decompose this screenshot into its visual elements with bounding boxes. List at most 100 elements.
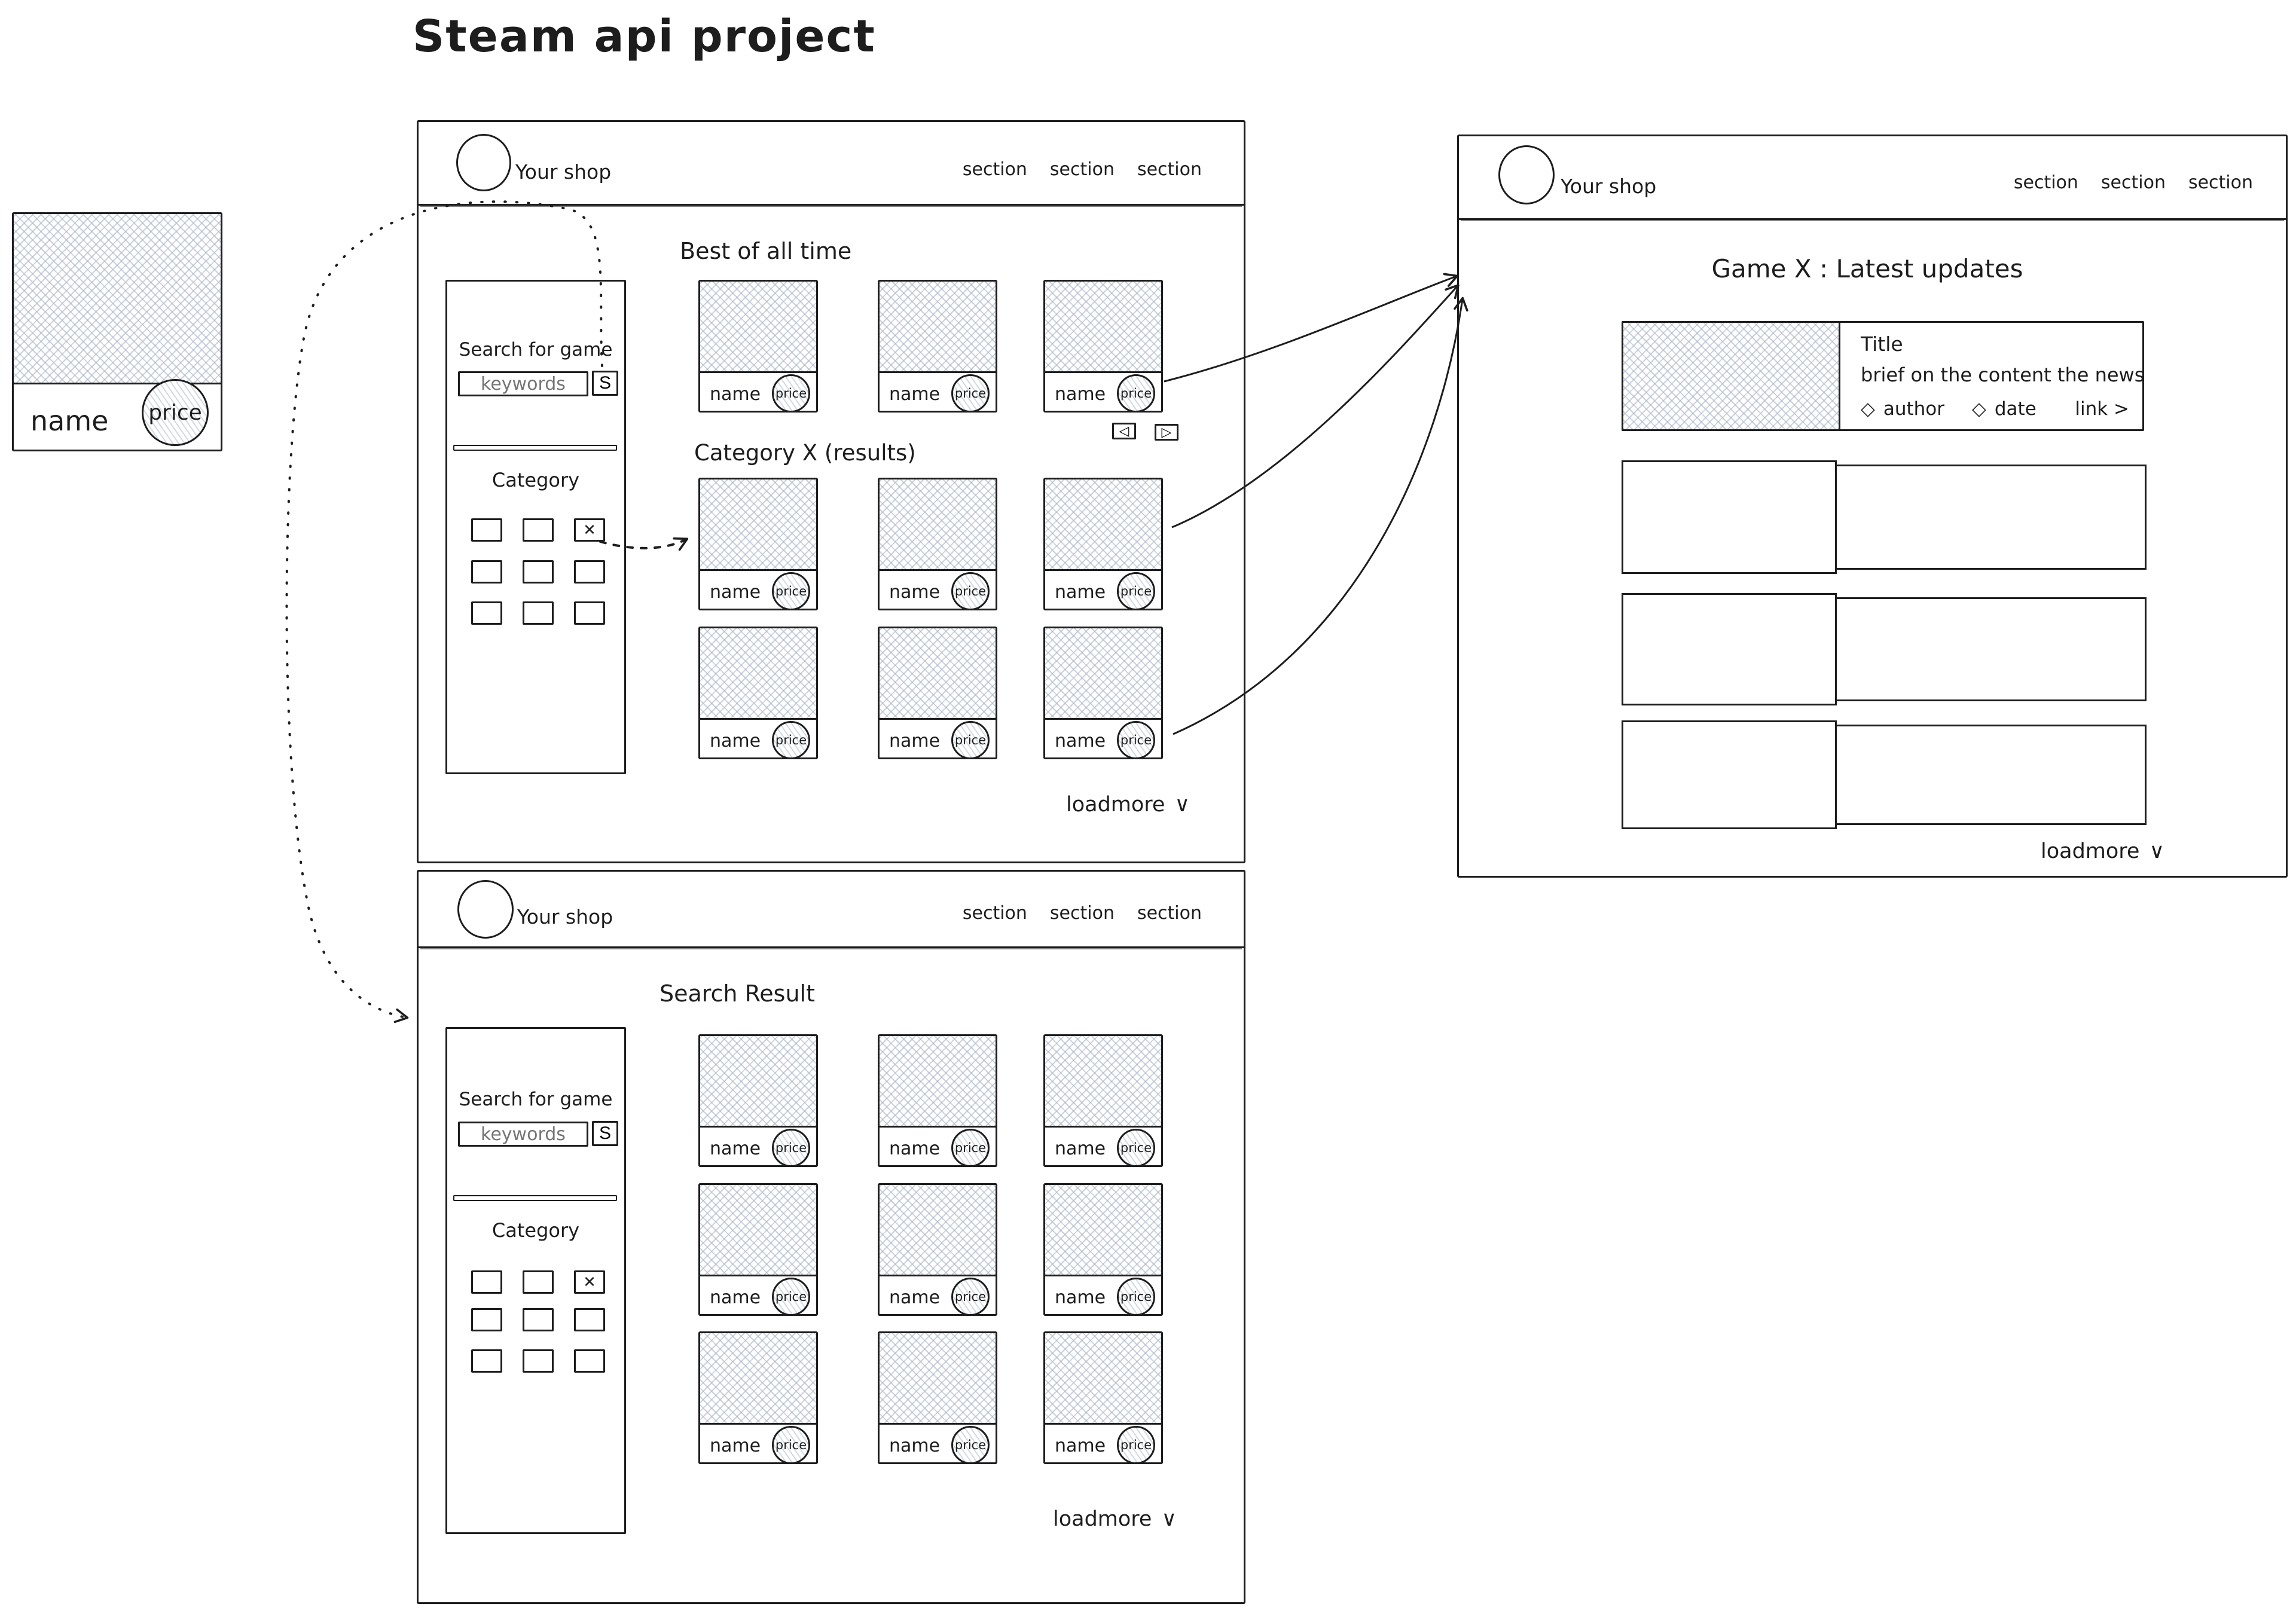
category-checkbox[interactable] bbox=[471, 1308, 502, 1331]
category-checkbox[interactable] bbox=[523, 560, 554, 583]
game-cover-image bbox=[700, 1333, 816, 1425]
category-checkbox[interactable]: ✕ bbox=[574, 518, 605, 542]
prev-icon: ◁ bbox=[1119, 423, 1129, 438]
game-name-label: name bbox=[710, 1435, 761, 1456]
chevron-down-icon: ∨ bbox=[1174, 793, 1190, 817]
price-label: price bbox=[954, 1141, 987, 1155]
category-checkbox[interactable] bbox=[574, 1308, 605, 1331]
category-checkbox[interactable] bbox=[523, 1270, 554, 1294]
prev-page-button[interactable]: ◁ bbox=[1112, 423, 1136, 439]
news-row-placeholder[interactable] bbox=[1622, 720, 2147, 829]
nav-item-section[interactable]: section bbox=[1049, 159, 1115, 180]
search-title: Search for game bbox=[459, 1089, 613, 1110]
sidebar-divider bbox=[453, 445, 617, 451]
game-name-label: name bbox=[889, 384, 941, 405]
news-image-placeholder bbox=[1622, 593, 1837, 705]
game-name-label: name bbox=[1055, 582, 1106, 603]
category-checkbox[interactable] bbox=[574, 1349, 605, 1373]
game-cover-image bbox=[880, 479, 996, 571]
category-checkbox[interactable] bbox=[471, 1349, 502, 1373]
chevron-down-icon: ∨ bbox=[2149, 839, 2165, 863]
category-checkbox[interactable] bbox=[471, 601, 502, 625]
price-badge: price bbox=[1117, 721, 1155, 759]
nav-item-section[interactable]: section bbox=[2100, 172, 2166, 193]
window-header: Your shop section section section bbox=[419, 872, 1244, 948]
loadmore-button[interactable]: loadmore ∨ bbox=[1066, 793, 1190, 817]
nav-item-section[interactable]: section bbox=[962, 903, 1027, 924]
diamond-icon: ◇ bbox=[1861, 398, 1875, 420]
category-checkbox[interactable] bbox=[523, 518, 554, 542]
nav-item-section[interactable]: section bbox=[1137, 903, 1202, 924]
category-title: Category bbox=[491, 469, 580, 491]
nav-item-section[interactable]: section bbox=[1049, 903, 1115, 924]
component-card: name price bbox=[12, 212, 222, 451]
category-checkbox[interactable] bbox=[523, 1349, 554, 1373]
category-checkbox[interactable] bbox=[471, 518, 502, 542]
keywords-input[interactable] bbox=[458, 371, 588, 396]
game-cover-image bbox=[880, 282, 996, 373]
main-nav: section section section bbox=[2014, 172, 2253, 193]
price-label: price bbox=[775, 1141, 807, 1155]
game-cover-image bbox=[880, 1185, 996, 1276]
nav-item-section[interactable]: section bbox=[2013, 172, 2078, 193]
category-checkbox[interactable] bbox=[574, 560, 605, 583]
news-row-placeholder[interactable] bbox=[1622, 593, 2147, 705]
category-checkbox[interactable] bbox=[523, 1308, 554, 1331]
news-body-placeholder bbox=[1835, 725, 2147, 825]
search-submit-button[interactable]: S bbox=[592, 371, 618, 396]
nav-item-section[interactable]: section bbox=[1137, 159, 1202, 180]
game-name-label: name bbox=[889, 582, 941, 603]
news-author: author bbox=[1883, 398, 1945, 420]
chevron-down-icon: ∨ bbox=[1161, 1507, 1177, 1531]
nav-item-section[interactable]: section bbox=[962, 159, 1027, 180]
game-cover-image bbox=[1045, 282, 1161, 373]
next-page-button[interactable]: ▷ bbox=[1155, 424, 1178, 441]
category-checkbox[interactable]: ✕ bbox=[574, 1270, 605, 1294]
loadmore-button[interactable]: loadmore ∨ bbox=[1053, 1507, 1177, 1531]
price-label: price bbox=[775, 386, 807, 401]
search-submit-button[interactable]: S bbox=[592, 1121, 618, 1146]
updates-heading: Game X : Latest updates bbox=[1711, 254, 2023, 283]
shop-logo-icon[interactable] bbox=[457, 880, 514, 939]
price-label: price bbox=[775, 584, 807, 598]
price-label: price bbox=[1120, 1290, 1152, 1304]
news-row-placeholder[interactable] bbox=[1622, 460, 2147, 574]
game-card[interactable]: name price bbox=[878, 280, 997, 413]
game-card[interactable]: name price bbox=[1043, 478, 1163, 610]
category-checkbox[interactable] bbox=[471, 560, 502, 583]
keywords-input[interactable] bbox=[458, 1122, 588, 1147]
news-title: Title bbox=[1861, 332, 1903, 356]
loadmore-button[interactable]: loadmore ∨ bbox=[2041, 839, 2164, 863]
game-cover-image bbox=[880, 1333, 996, 1425]
price-badge: price bbox=[951, 721, 990, 759]
game-cover-image bbox=[700, 479, 816, 571]
news-link[interactable]: link > bbox=[2075, 398, 2129, 420]
category-checkbox[interactable] bbox=[574, 601, 605, 625]
category-checkbox[interactable] bbox=[523, 601, 554, 625]
nav-item-section[interactable]: section bbox=[2188, 172, 2253, 193]
category-checkbox[interactable] bbox=[471, 1270, 502, 1294]
shop-logo-icon[interactable] bbox=[1498, 145, 1555, 204]
shop-logo-icon[interactable] bbox=[456, 134, 511, 191]
price-label: price bbox=[1120, 584, 1152, 598]
news-card[interactable]: Title brief on the content the news ◇ au… bbox=[1622, 321, 2144, 431]
news-date: date bbox=[1994, 398, 2037, 420]
brand-label: Your shop bbox=[517, 905, 613, 928]
price-label: price bbox=[954, 386, 987, 401]
